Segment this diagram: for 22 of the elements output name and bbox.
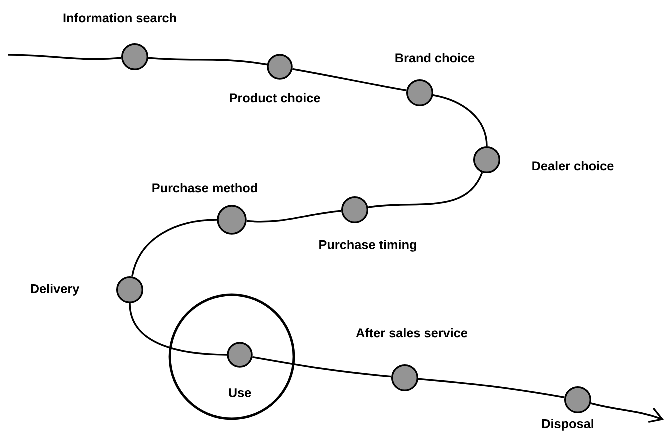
path-line [132,219,218,277]
path-line [129,303,228,356]
stage-label: Information search [64,13,176,23]
path-line [368,172,484,208]
path-line [148,57,268,66]
path-line [418,378,565,398]
stage-label: Purchase timing [320,240,416,252]
path-line [590,402,664,424]
stage-label: Dealer choice [532,161,614,171]
ring [168,294,296,420]
stage-label: Delivery [31,284,80,296]
stage-label: Brand choice [396,53,475,63]
path-line [246,210,342,223]
stage-label: Disposal [542,419,594,431]
stage-label: Use [229,388,252,398]
stage-label: After sales service [356,328,468,338]
path-line [8,54,122,60]
path-line [292,68,407,92]
path-line [252,356,392,378]
stage-label: Product choice [230,93,320,103]
stage-label: Purchase method [152,183,258,193]
path-line [433,94,488,147]
